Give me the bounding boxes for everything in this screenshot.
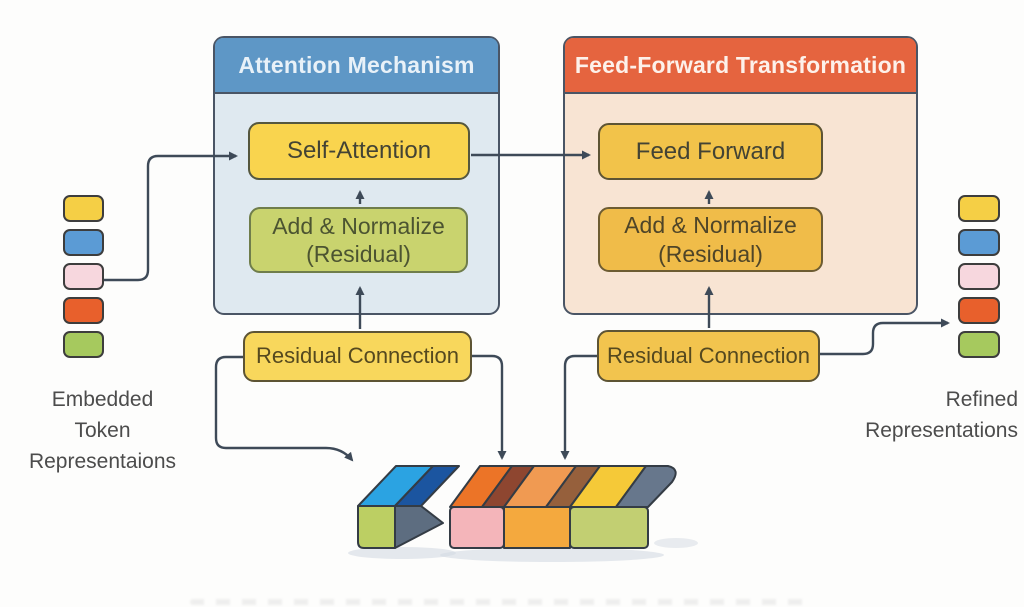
embedding-block-left — [357, 465, 460, 549]
label-line: Token — [74, 419, 131, 442]
block-shadow — [440, 548, 664, 562]
block-shadow — [654, 538, 698, 548]
cropped-caption-remnant — [190, 599, 812, 605]
feed-forward-node: Feed Forward — [598, 123, 823, 180]
add-normalize-residual-node-ff: Add & Normalize (Residual) — [598, 207, 823, 272]
arrow-residual-left-to-block-a — [472, 354, 507, 460]
add-normalize-line2: (Residual) — [658, 240, 763, 267]
token-swatch-yellow — [958, 195, 1000, 222]
refined-representations-label: Refined Representations — [822, 384, 1022, 446]
label-line: Representaions — [28, 450, 177, 473]
add-normalize-line2: (Residual) — [306, 241, 411, 267]
token-swatch-orange — [958, 297, 1000, 324]
attention-panel-title: Attention Mechanism — [215, 38, 498, 94]
block-shadow — [348, 547, 456, 559]
label-line: Refined — [945, 388, 1018, 411]
representation-block-group — [449, 465, 677, 549]
residual-connection-node-left: Residual Connection — [243, 331, 472, 382]
token-swatch-orange — [63, 297, 104, 324]
token-swatch-pink — [958, 263, 1000, 290]
add-normalize-residual-node-attention: Add & Normalize (Residual) — [249, 207, 468, 273]
token-swatch-blue — [958, 229, 1000, 256]
arrow-residual-right-to-block-b — [560, 354, 597, 460]
token-swatch-blue — [63, 229, 104, 256]
label-line: Embedded — [51, 388, 154, 411]
label-line: Representations — [865, 419, 1018, 442]
arrow-residual-right-to-refined-tokens — [820, 318, 950, 356]
token-swatch-green — [63, 331, 104, 358]
residual-connection-node-right: Residual Connection — [597, 330, 820, 382]
add-normalize-line1: Add & Normalize — [272, 212, 445, 239]
refined-token-stack — [958, 195, 1000, 358]
embedded-token-representations-label: Embedded Token Representaions — [0, 384, 205, 477]
self-attention-node: Self-Attention — [248, 122, 470, 180]
token-swatch-green — [958, 331, 1000, 358]
embedded-token-stack — [63, 195, 104, 358]
add-normalize-line1: Add & Normalize — [624, 212, 797, 239]
token-swatch-yellow — [63, 195, 104, 222]
feed-forward-panel-title: Feed-Forward Transformation — [565, 38, 916, 94]
token-swatch-pink — [63, 263, 104, 290]
